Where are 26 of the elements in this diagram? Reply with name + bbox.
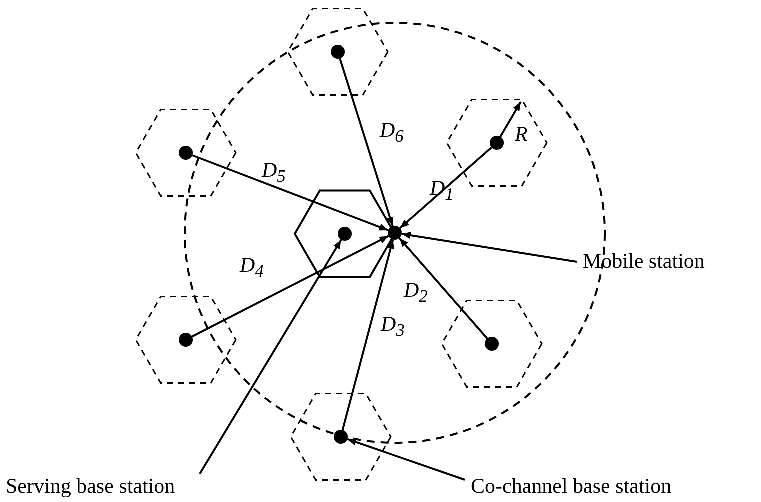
leader-line xyxy=(347,438,466,481)
station-dot xyxy=(179,333,193,347)
distance-arrow xyxy=(400,146,492,230)
edge-label: D$_{3}$ xyxy=(381,314,405,340)
station-label: Serving base station xyxy=(6,476,176,497)
leader-line xyxy=(402,232,578,263)
distance-arrow xyxy=(192,235,390,338)
edge-label: D$_{4}$ xyxy=(240,255,264,281)
distance-arrow xyxy=(339,58,394,227)
station-dot xyxy=(388,226,402,240)
station-dot xyxy=(338,227,352,241)
distance-arrow xyxy=(192,154,389,232)
station-label: Mobile station xyxy=(583,251,705,272)
station-dot xyxy=(179,146,193,160)
station-dot xyxy=(331,45,345,59)
edge-label: D$_{2}$ xyxy=(404,280,428,306)
station-label: Co-channel base station xyxy=(471,476,672,497)
distance-arrow xyxy=(342,240,394,430)
station-dot xyxy=(490,136,504,150)
station-dot xyxy=(334,430,348,444)
distance-arrow xyxy=(398,238,488,340)
radius-label: R xyxy=(515,124,528,145)
station-dot xyxy=(485,337,499,351)
edge-label: D$_{6}$ xyxy=(380,120,404,146)
leader-line xyxy=(199,239,342,475)
edge-label: D$_{5}$ xyxy=(262,160,286,186)
